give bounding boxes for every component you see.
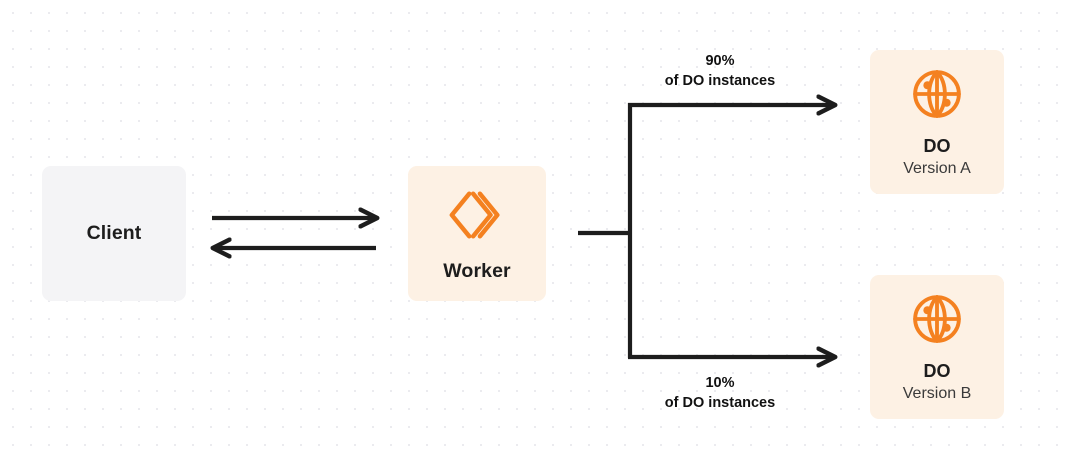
cloudflare-workers-icon bbox=[446, 184, 508, 246]
durable-object-globe-icon bbox=[909, 66, 965, 122]
node-worker-label: Worker bbox=[443, 260, 511, 283]
edge-label-do-b-detail: of DO instances bbox=[664, 394, 776, 411]
node-do-version-a[interactable]: DO Version A bbox=[870, 50, 1004, 194]
node-client-label: Client bbox=[86, 222, 142, 245]
node-do-version-a-subtitle: Version A bbox=[903, 160, 971, 178]
edge-label-do-b: 10% of DO instances bbox=[610, 374, 830, 413]
node-worker[interactable]: Worker bbox=[408, 166, 546, 301]
node-client[interactable]: Client bbox=[42, 166, 186, 301]
node-do-version-b[interactable]: DO Version B bbox=[870, 275, 1004, 419]
edge-label-do-a: 90% of DO instances bbox=[610, 52, 830, 91]
edge-label-do-a-percent: 90% bbox=[705, 53, 735, 69]
durable-object-globe-icon bbox=[909, 291, 965, 347]
edge-label-do-b-percent: 10% bbox=[705, 375, 735, 391]
node-do-version-b-subtitle: Version B bbox=[902, 385, 972, 403]
node-do-version-a-title: DO bbox=[923, 135, 951, 156]
edge-label-do-a-detail: of DO instances bbox=[664, 72, 776, 89]
node-do-version-b-title: DO bbox=[923, 360, 951, 381]
